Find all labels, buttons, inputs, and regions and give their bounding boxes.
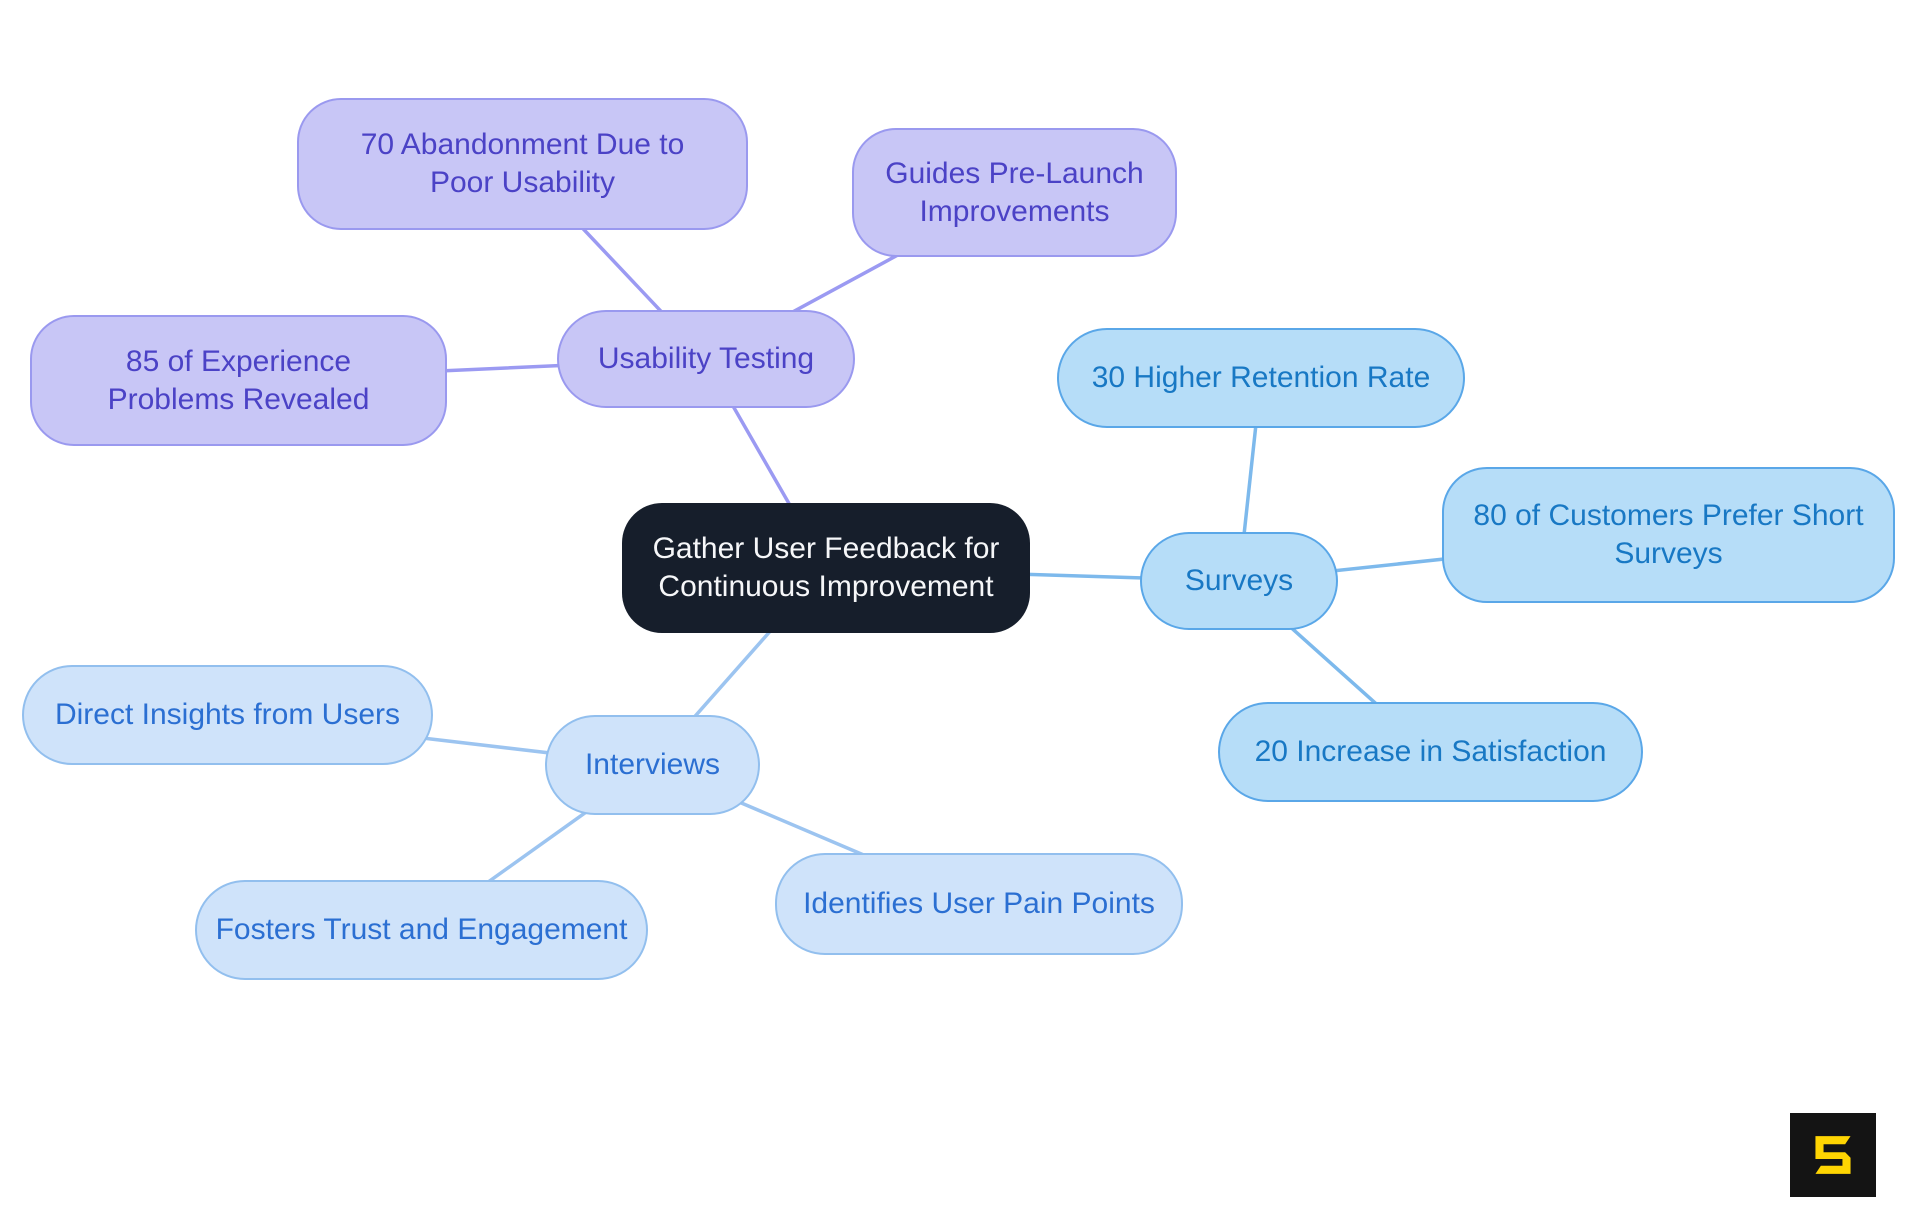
node-higher-retention-rate[interactable]: 30 Higher Retention Rate — [1057, 328, 1465, 428]
node-abandonment-poor-usability[interactable]: 70 Abandonment Due to Poor Usability — [297, 98, 748, 230]
trust-engagement-label: Fosters Trust and Engagement — [215, 913, 628, 946]
node-surveys[interactable]: Surveys — [1140, 532, 1338, 630]
node-increase-in-satisfaction[interactable]: 20 Increase in Satisfaction — [1218, 702, 1643, 802]
satisfaction-label: 20 Increase in Satisfaction — [1254, 735, 1607, 768]
direct-insights-label: Direct Insights from Users — [54, 698, 401, 731]
prelaunch-label: Guides Pre-Launch Improvements — [885, 156, 1144, 228]
node-customers-prefer-short-surveys[interactable]: 80 of Customers Prefer Short Surveys — [1442, 467, 1895, 603]
node-prelaunch-improvements[interactable]: Guides Pre-Launch Improvements — [852, 128, 1177, 257]
node-fosters-trust-engagement[interactable]: Fosters Trust and Engagement — [195, 880, 648, 980]
central-topic-label: Gather User Feedback for Continuous Impr… — [652, 532, 1000, 603]
angular-s-logo-icon — [1815, 1136, 1851, 1174]
node-identifies-user-pain-points[interactable]: Identifies User Pain Points — [775, 853, 1183, 955]
pain-points-label: Identifies User Pain Points — [803, 887, 1155, 920]
surveys-label: Surveys — [1184, 564, 1294, 597]
brand-logo — [1790, 1113, 1876, 1197]
experience-problems-label: 85 of Experience Problems Revealed — [107, 344, 370, 416]
node-usability-testing[interactable]: Usability Testing — [557, 310, 855, 408]
node-central-topic[interactable]: Gather User Feedback for Continuous Impr… — [622, 503, 1030, 633]
node-interviews[interactable]: Interviews — [545, 715, 760, 815]
usability-testing-label: Usability Testing — [597, 342, 815, 375]
node-direct-insights-from-users[interactable]: Direct Insights from Users — [22, 665, 433, 765]
short-surveys-label: 80 of Customers Prefer Short Surveys — [1473, 499, 1864, 570]
node-experience-problems-revealed[interactable]: 85 of Experience Problems Revealed — [30, 315, 447, 446]
abandonment-label: 70 Abandonment Due to Poor Usability — [360, 128, 685, 199]
interviews-label: Interviews — [584, 748, 721, 781]
retention-label: 30 Higher Retention Rate — [1091, 361, 1431, 394]
